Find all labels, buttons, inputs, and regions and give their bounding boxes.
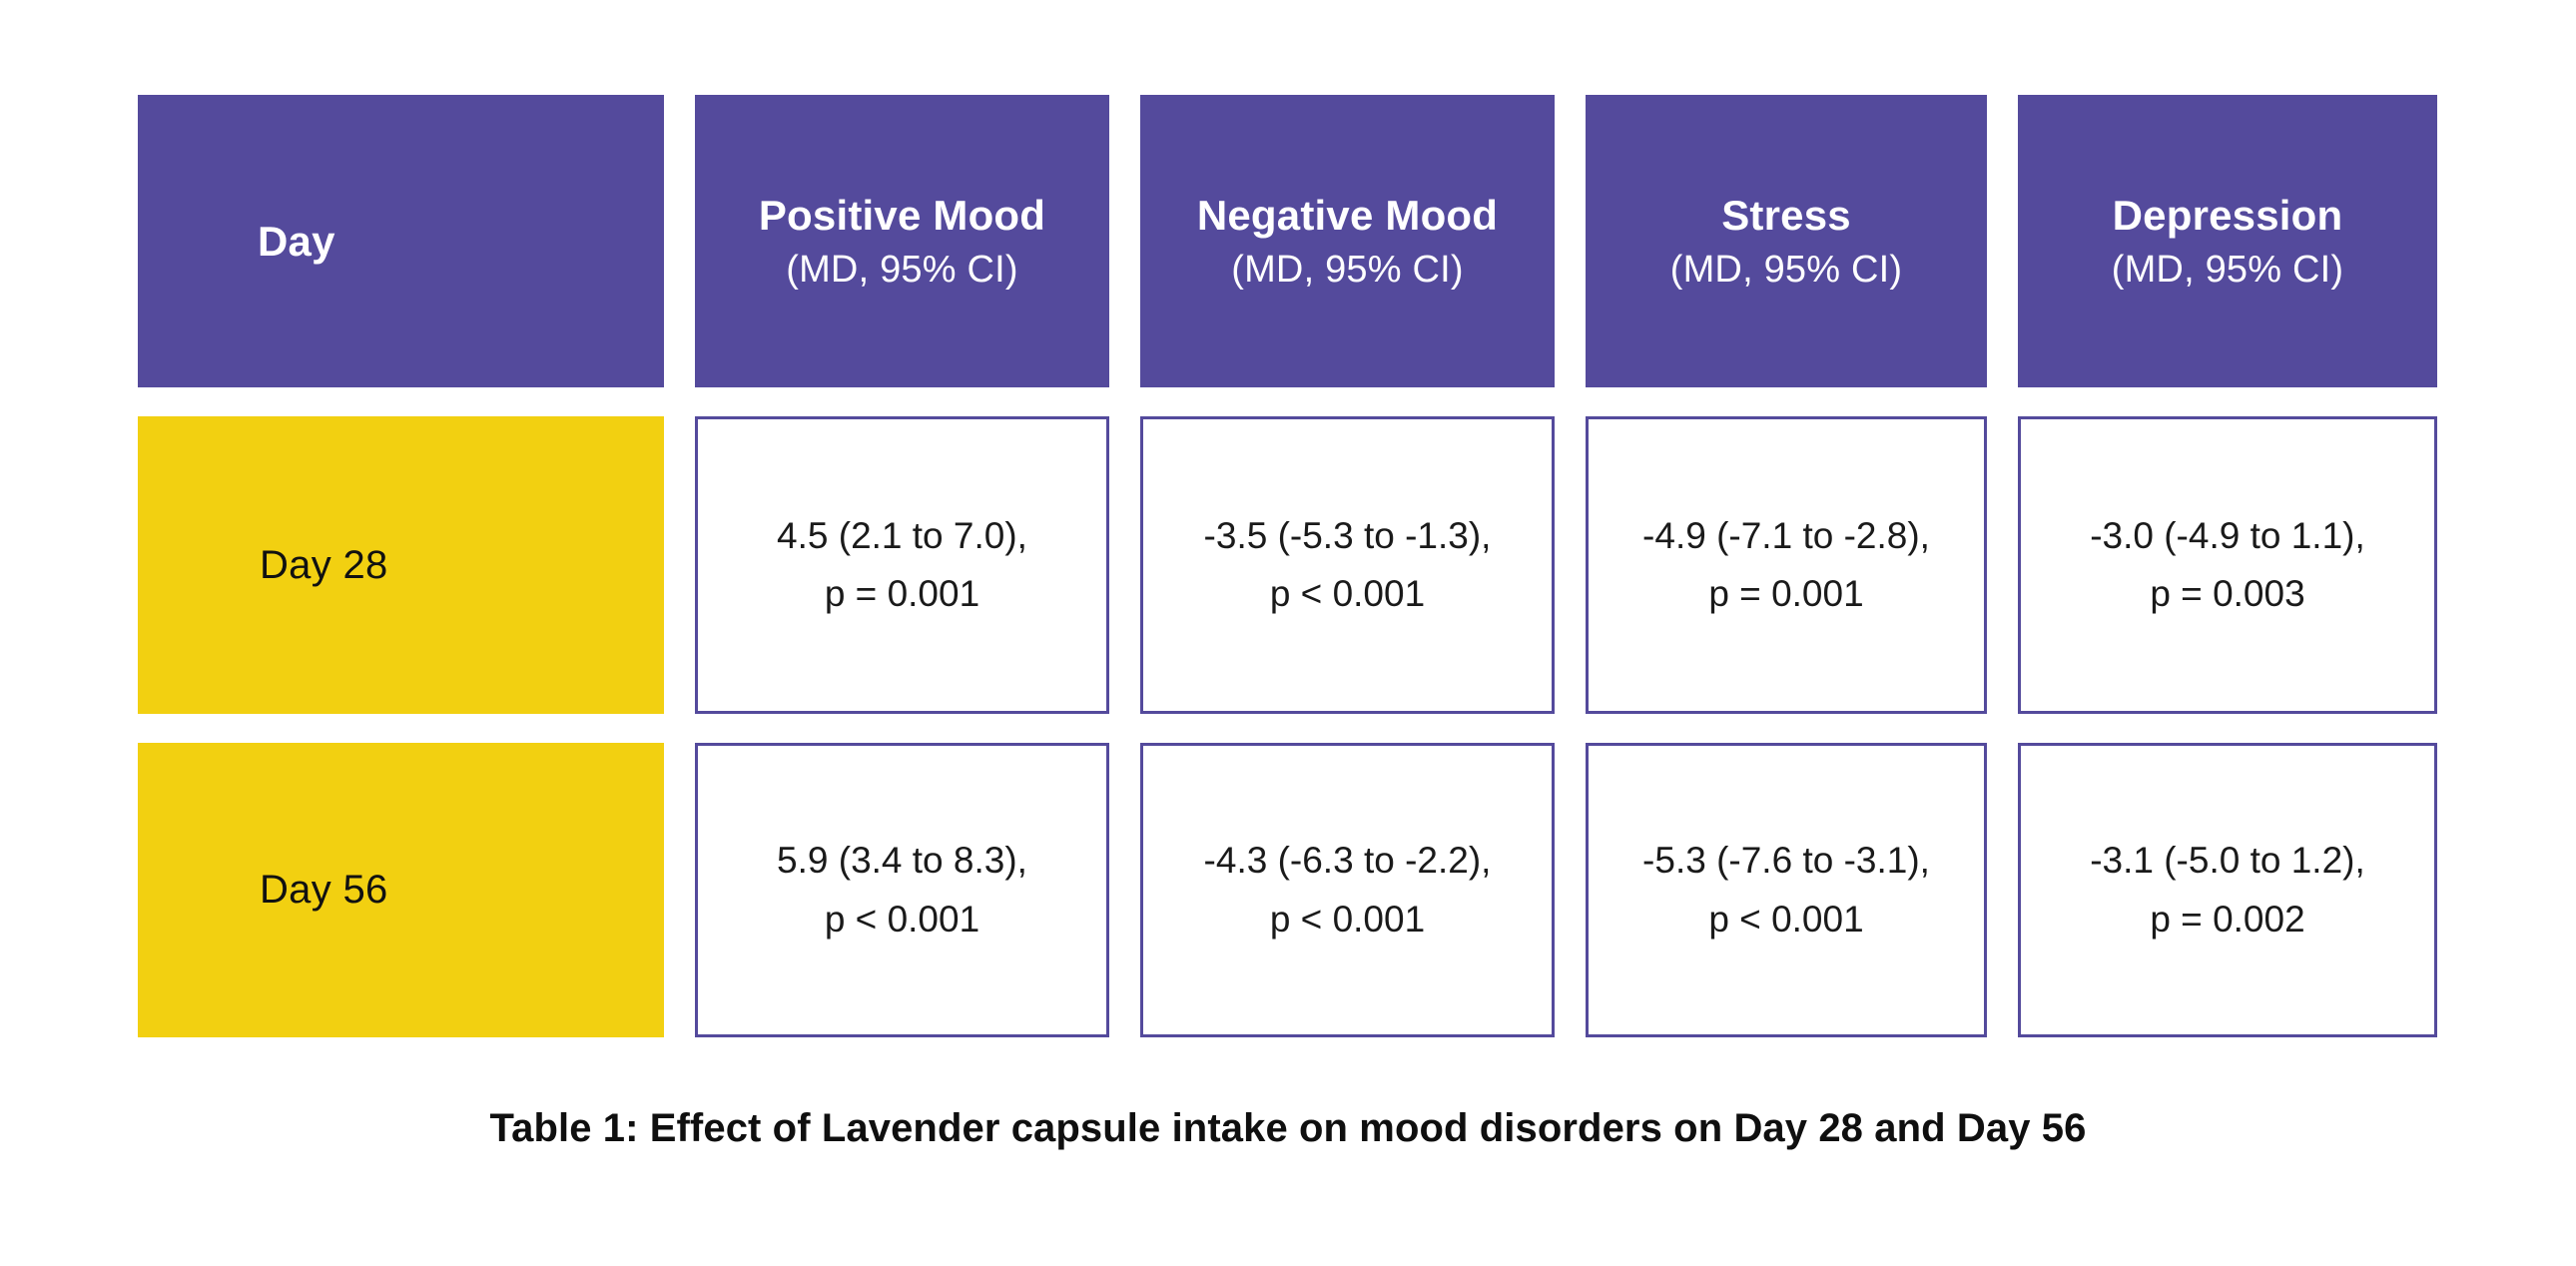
cell-estimate: -3.0 (-4.9 to 1.1), [2090, 514, 2365, 556]
cell-pvalue: p < 0.001 [1269, 573, 1426, 614]
cell-pvalue: p < 0.001 [1708, 898, 1864, 940]
cell-day28-stress: -4.9 (-7.1 to -2.8), p = 0.001 [1586, 416, 1987, 714]
cell-pvalue: p < 0.001 [1269, 898, 1426, 940]
cell-estimate: -4.9 (-7.1 to -2.8), [1642, 514, 1930, 556]
cell-day28-negative-mood: -3.5 (-5.3 to -1.3), p < 0.001 [1140, 416, 1555, 714]
cell-estimate: -4.3 (-6.3 to -2.2), [1203, 840, 1492, 882]
cell-pvalue: p = 0.002 [2150, 898, 2305, 940]
cell-estimate: -3.5 (-5.3 to -1.3), [1203, 514, 1492, 556]
header-title-positive-mood: Positive Mood [758, 191, 1046, 239]
cell-pvalue: p = 0.001 [1708, 573, 1864, 614]
header-title-depression: Depression [2112, 191, 2343, 239]
cell-day28-depression: -3.0 (-4.9 to 1.1), p = 0.003 [2018, 416, 2437, 714]
table-header-positive-mood: Positive Mood (MD, 95% CI) [695, 95, 1109, 387]
cell-estimate: -5.3 (-7.6 to -3.1), [1642, 840, 1930, 882]
cell-estimate: 4.5 (2.1 to 7.0), [777, 514, 1027, 556]
header-sub-negative-mood: (MD, 95% CI) [1231, 248, 1464, 291]
cell-pvalue: p = 0.003 [2150, 573, 2305, 614]
table-header-day: Day [138, 95, 664, 387]
table-header-stress: Stress (MD, 95% CI) [1586, 95, 1987, 387]
header-title-negative-mood: Negative Mood [1196, 191, 1499, 239]
cell-day28-positive-mood: 4.5 (2.1 to 7.0), p = 0.001 [695, 416, 1109, 714]
header-sub-positive-mood: (MD, 95% CI) [786, 248, 1018, 291]
table-header-depression: Depression (MD, 95% CI) [2018, 95, 2437, 387]
cell-estimate: -3.1 (-5.0 to 1.2), [2090, 840, 2365, 882]
header-title-stress: Stress [1721, 191, 1851, 239]
table-caption: Table 1: Effect of Lavender capsule inta… [489, 1106, 2087, 1150]
cell-day56-negative-mood: -4.3 (-6.3 to -2.2), p < 0.001 [1140, 743, 1555, 1037]
cell-pvalue: p < 0.001 [824, 898, 980, 940]
header-sub-depression: (MD, 95% CI) [2111, 248, 2344, 291]
row-label-text: Day 56 [260, 868, 388, 912]
row-label-day-56: Day 56 [138, 743, 664, 1037]
results-table: Day Positive Mood (MD, 95% CI) Negative … [138, 95, 2451, 1038]
cell-estimate: 5.9 (3.4 to 8.3), [777, 840, 1027, 882]
cell-day56-depression: -3.1 (-5.0 to 1.2), p = 0.002 [2018, 743, 2437, 1037]
header-title-day: Day [258, 217, 335, 265]
table-grid: Day Positive Mood (MD, 95% CI) Negative … [138, 95, 2451, 1038]
cell-pvalue: p = 0.001 [824, 573, 980, 614]
cell-day56-stress: -5.3 (-7.6 to -3.1), p < 0.001 [1586, 743, 1987, 1037]
cell-day56-positive-mood: 5.9 (3.4 to 8.3), p < 0.001 [695, 743, 1109, 1037]
row-label-day-28: Day 28 [138, 416, 664, 714]
table-header-negative-mood: Negative Mood (MD, 95% CI) [1140, 95, 1555, 387]
row-label-text: Day 28 [260, 542, 388, 587]
header-sub-stress: (MD, 95% CI) [1669, 248, 1903, 291]
